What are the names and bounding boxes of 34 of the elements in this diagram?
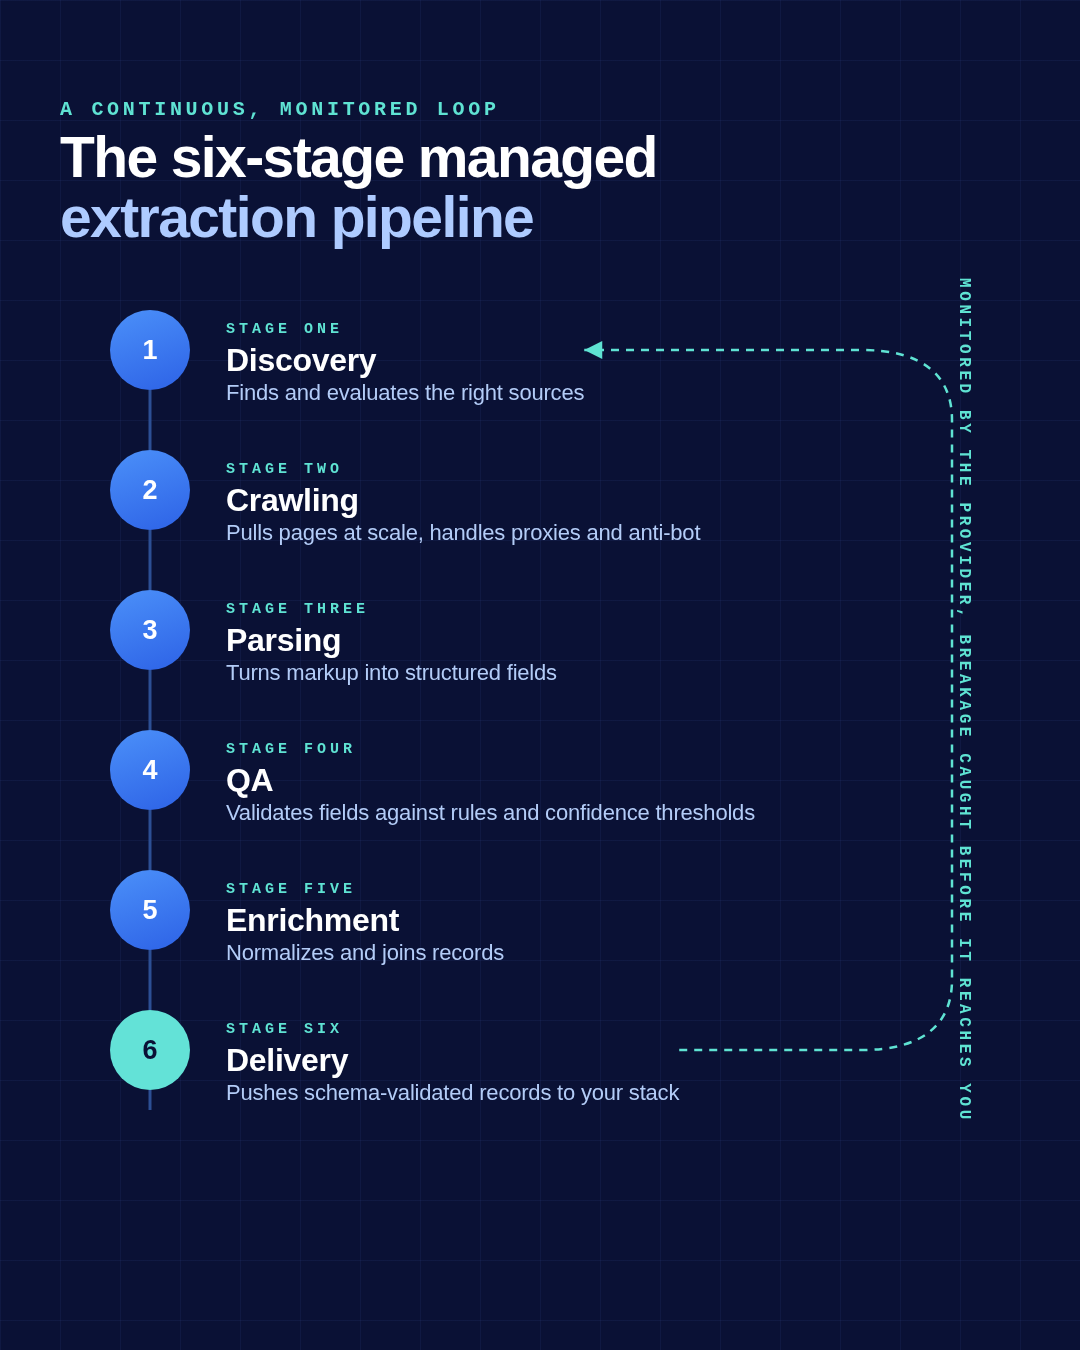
stage-title: Enrichment	[226, 901, 400, 939]
stage-label: STAGE FOUR	[226, 741, 356, 759]
stage-description: Validates fields against rules and confidence thresholds	[226, 799, 755, 827]
edge-label: MONITORED BY THE PROVIDER, BREAKAGE CAUGHT BEFORE IT REACHES YOU	[955, 277, 973, 1123]
stage-number: 3	[110, 590, 190, 670]
stage-label: STAGE TWO	[226, 461, 343, 479]
kicker-text: A CONTINUOUS, MONITORED LOOP	[60, 98, 500, 122]
stage-number: 4	[110, 730, 190, 810]
stage-label: STAGE FIVE	[226, 881, 356, 899]
stage-label: STAGE THREE	[226, 601, 370, 619]
stage-number: 1	[110, 310, 190, 390]
dashed-loop-arrow	[584, 341, 954, 1052]
connector-line	[148, 950, 152, 1010]
stage-title: QA	[226, 761, 274, 799]
stage-description: Pulls pages at scale, handles proxies and anti-bot	[226, 519, 701, 547]
stage-number: 5	[110, 870, 190, 950]
stage-description: Finds and evaluates the right sources	[226, 379, 585, 407]
stage-title: Delivery	[226, 1041, 349, 1079]
stage-description: Turns markup into structured fields	[226, 659, 557, 687]
stage-title: Discovery	[226, 341, 377, 379]
stage-description: Normalizes and joins records	[226, 939, 505, 967]
stage-label: STAGE SIX	[226, 1021, 343, 1039]
title: The six-stage managed extraction pipeline	[60, 127, 657, 247]
stage-number: 6	[110, 1010, 190, 1090]
connector-line	[148, 1090, 152, 1110]
connector-line	[148, 810, 152, 870]
stage-title: Parsing	[226, 621, 342, 659]
stage-description: Pushes schema-validated records to your stack	[226, 1079, 680, 1107]
stage-title: Crawling	[226, 481, 359, 519]
connector-line	[148, 670, 152, 730]
stage-number: 2	[110, 450, 190, 530]
connector-line	[148, 530, 152, 590]
stage-label: STAGE ONE	[226, 321, 343, 339]
connector-line	[148, 390, 152, 450]
